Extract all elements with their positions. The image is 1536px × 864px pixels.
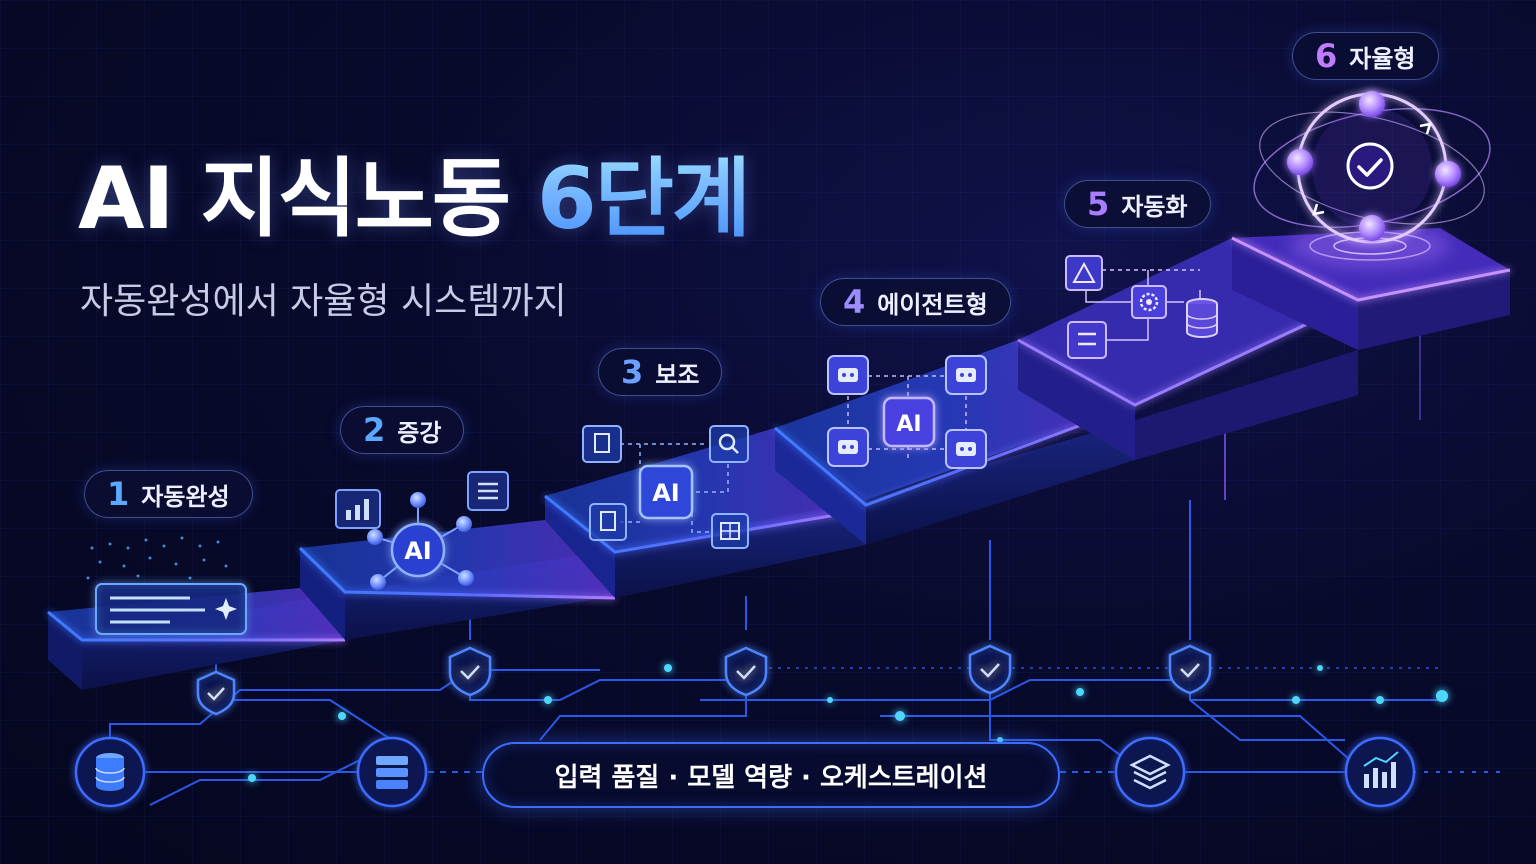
- stage-label: 보조: [655, 360, 700, 389]
- autocomplete-field-icon: [86, 536, 247, 635]
- ai-assistant-icon: AI: [582, 425, 749, 549]
- shield-icons: [196, 644, 1212, 716]
- robot-icon-4: [945, 429, 987, 469]
- title-accent: 6단계: [536, 149, 751, 249]
- agent-network-icon: AI: [827, 355, 987, 469]
- step-6: [1231, 224, 1511, 350]
- stage-pill-6: 6 자율형: [1292, 32, 1439, 80]
- shield-icon-2: [448, 646, 492, 697]
- database-circle-icon: [74, 736, 146, 808]
- stage-label: 증강: [397, 418, 442, 447]
- stage-label: 자동화: [1121, 192, 1188, 221]
- gear-icon: [1131, 285, 1167, 319]
- shield-icon-5: [1168, 644, 1212, 695]
- search-icon: [709, 425, 749, 463]
- analytics-circle-icon: [1344, 736, 1416, 808]
- shield-icon-4: [968, 644, 1012, 695]
- stage-label: 자율형: [1349, 44, 1416, 73]
- bottom-icons: [74, 736, 1416, 808]
- stage-pill-1: 1 자동완성: [84, 470, 253, 518]
- stage-number: 4: [843, 283, 866, 321]
- stage-number: 5: [1087, 185, 1110, 223]
- form-icon: [1067, 321, 1107, 359]
- robot-icon-3: [827, 427, 869, 467]
- robot-icon-2: [945, 355, 987, 395]
- workflow-icon: [1065, 255, 1218, 359]
- stage-pill-2: 2 증강: [340, 406, 465, 454]
- ai-hub-label: AI: [404, 537, 432, 565]
- stage-number: 6: [1315, 37, 1338, 75]
- page-subtitle: 자동완성에서 자율형 시스템까지: [80, 281, 567, 322]
- stage-label: 자동완성: [141, 482, 230, 511]
- robot-icon-1: [827, 355, 869, 395]
- check-circle-icon: [1346, 142, 1394, 190]
- document-icon: [582, 425, 622, 463]
- agent-hub-label: AI: [896, 412, 921, 437]
- database-icon: [1186, 298, 1218, 338]
- stage-number: 2: [363, 411, 386, 449]
- shield-icon-1: [196, 670, 236, 716]
- ai-assistant-label: AI: [652, 479, 680, 507]
- server-circle-icon: [356, 736, 428, 808]
- foundation-label: 입력 품질 · 모델 역량 · 오케스트레이션: [482, 742, 1060, 808]
- stage-number: 1: [107, 475, 130, 513]
- layers-circle-icon: [1114, 736, 1186, 808]
- autonomous-orbit-icon: [1253, 91, 1491, 244]
- title-main: AI 지식노동: [78, 149, 537, 249]
- circuit-dots: [248, 664, 1448, 782]
- shield-icon-3: [724, 646, 768, 697]
- stage-pill-4: 4 에이전트형: [820, 278, 1011, 326]
- ai-hub-icon: AI: [335, 471, 509, 590]
- stage-number: 3: [621, 353, 644, 391]
- stage-pill-5: 5 자동화: [1064, 180, 1211, 228]
- stage-pill-3: 3 보조: [598, 348, 723, 396]
- file-edit-icon: [589, 503, 627, 541]
- alert-icon: [1065, 255, 1103, 291]
- stage-label: 에이전트형: [877, 290, 988, 319]
- page-title: AI 지식노동 6단계: [78, 128, 751, 253]
